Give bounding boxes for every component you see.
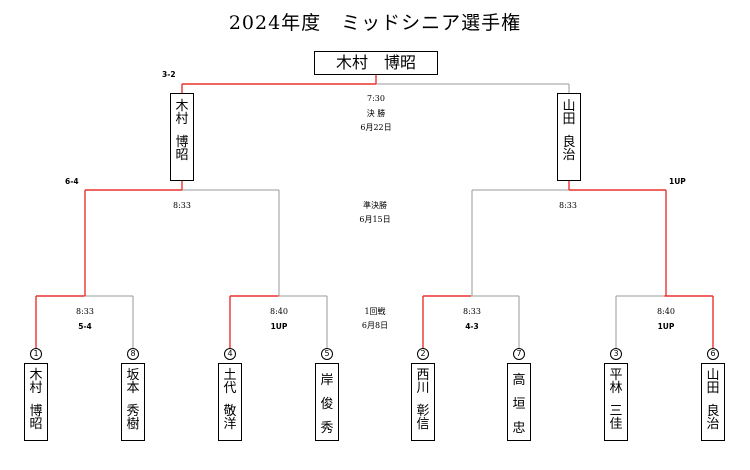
name-char: 昭 <box>175 148 189 163</box>
name-char: 博 <box>29 404 43 419</box>
name-char: 田 <box>562 112 576 127</box>
name-char: 博 <box>175 135 189 150</box>
finalist-right-box: 山田良治 <box>557 93 581 181</box>
player-box: 山田良治 <box>701 363 725 441</box>
name-char: 忠 <box>512 420 526 436</box>
seed-badge: 7 <box>513 348 525 360</box>
name-char: 信 <box>416 417 430 432</box>
name-char: 彰 <box>416 404 430 419</box>
player-box: 木村博昭 <box>24 363 48 441</box>
match4-score: 1UP <box>657 322 675 331</box>
name-char: 田 <box>706 381 720 396</box>
first-round-name: 1回戦 <box>364 307 386 316</box>
name-char: 高 <box>512 373 526 389</box>
semifinal-round-name: 準決勝 <box>363 201 387 210</box>
name-char: 西 <box>416 368 430 383</box>
name-char: 林 <box>609 381 623 396</box>
final-date: 6月22日 <box>360 123 392 132</box>
name-char: 岸 <box>320 373 334 389</box>
name-char: 秀 <box>126 404 140 419</box>
name-char: 土 <box>223 368 237 383</box>
final-time: 7:30 <box>367 94 385 103</box>
name-char: 川 <box>416 381 430 396</box>
name-char: 治 <box>562 148 576 163</box>
name-char: 俊 <box>320 396 334 412</box>
player-box: 坂本秀樹 <box>121 363 145 441</box>
seed-badge: 6 <box>707 348 719 360</box>
name-char: 三 <box>609 404 623 419</box>
name-char: 良 <box>562 135 576 150</box>
match1-score: 5-4 <box>78 322 92 331</box>
match3-time: 8:33 <box>463 307 481 316</box>
match4-time: 8:40 <box>657 307 675 316</box>
name-char: 代 <box>223 381 237 396</box>
semifinal-score-right: 1UP <box>669 177 686 186</box>
seed-badge: 2 <box>417 348 429 360</box>
player-box: 高垣忠 <box>507 363 531 441</box>
match2-time: 8:40 <box>270 307 288 316</box>
page-title: 2024年度 ミッドシニア選手権 <box>228 12 522 34</box>
champion-box: 木村 博昭 <box>314 51 438 75</box>
name-char: 佳 <box>609 417 623 432</box>
name-char: 垣 <box>512 396 526 412</box>
seed-badge: 4 <box>224 348 236 360</box>
first-round-date: 6月8日 <box>361 321 389 330</box>
player-box: 土代敬洋 <box>218 363 242 441</box>
name-char: 村 <box>29 381 43 396</box>
name-char: 本 <box>126 381 140 396</box>
semifinal-score-left: 6-4 <box>65 177 79 186</box>
name-char: 昭 <box>29 417 43 432</box>
name-char: 平 <box>609 368 623 383</box>
name-char: 樹 <box>126 417 140 432</box>
seed-badge: 5 <box>321 348 333 360</box>
name-char: 山 <box>706 368 720 383</box>
player-box: 平林三佳 <box>604 363 628 441</box>
match2-score: 1UP <box>270 322 288 331</box>
semifinal-time-left: 8:33 <box>173 201 191 210</box>
seed-badge: 3 <box>610 348 622 360</box>
name-char: 秀 <box>320 420 334 436</box>
match3-score: 4-3 <box>465 322 479 331</box>
seed-badge: 1 <box>30 348 42 360</box>
match1-time: 8:33 <box>76 307 94 316</box>
name-char: 木 <box>29 368 43 383</box>
name-char: 敬 <box>223 404 237 419</box>
name-char: 治 <box>706 417 720 432</box>
seed-badge: 8 <box>127 348 139 360</box>
name-char: 木 <box>175 99 189 114</box>
semifinal-time-right: 8:33 <box>559 201 577 210</box>
final-score-left: 3-2 <box>162 70 176 79</box>
final-round-name: 決 勝 <box>366 109 386 118</box>
name-char: 村 <box>175 112 189 127</box>
player-box: 西川彰信 <box>411 363 435 441</box>
player-box: 岸俊秀 <box>315 363 339 441</box>
name-char: 良 <box>706 404 720 419</box>
name-char: 洋 <box>223 417 237 432</box>
finalist-left-box: 木村博昭 <box>170 93 194 181</box>
semifinal-date: 6月15日 <box>359 215 391 224</box>
name-char: 坂 <box>126 368 140 383</box>
name-char: 山 <box>562 99 576 114</box>
